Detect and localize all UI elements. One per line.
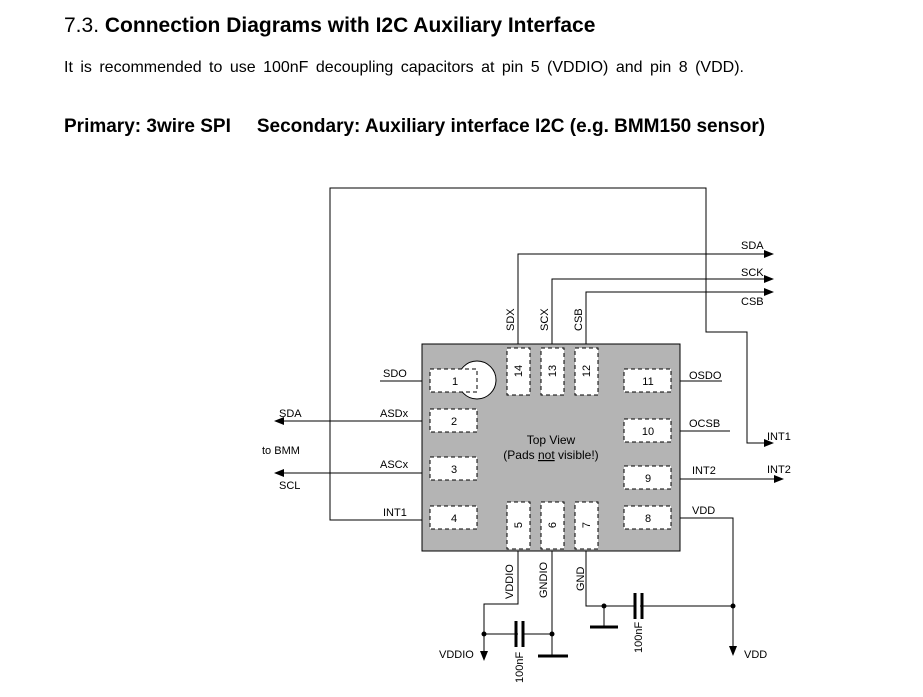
pad-12 <box>574 347 599 396</box>
junction-dot <box>601 603 607 609</box>
pad-9 <box>623 465 672 490</box>
pad-6 <box>540 501 565 550</box>
net-label-to-bmm: to BMM <box>262 445 300 457</box>
pad-number-7: 7 <box>581 522 593 528</box>
pin-label-ocsb: OCSB <box>689 418 720 430</box>
pad-number-3: 3 <box>451 464 457 476</box>
capacitor-vdd-label: 100nF <box>633 622 645 653</box>
csb-arrow <box>764 288 774 296</box>
pad-13 <box>540 347 565 396</box>
net-label-scl: SCL <box>279 480 300 492</box>
vddio-wire <box>483 550 519 655</box>
int1-loop-wire <box>329 187 770 521</box>
pin-label-vddio: VDDIO <box>504 564 516 599</box>
junction-dot <box>549 631 555 637</box>
pad-number-5: 5 <box>513 522 525 528</box>
net-label-int2: INT2 <box>767 464 791 476</box>
pad-number-12: 12 <box>581 365 593 377</box>
section-title: Connection Diagrams with I2C Auxiliary I… <box>104 14 596 37</box>
junction-dot <box>481 631 487 637</box>
int2-arrow <box>774 475 784 483</box>
pad-10 <box>623 418 672 443</box>
pin-label-sdx: SDX <box>505 308 517 331</box>
net-label-sda-left: SDA <box>279 408 302 420</box>
pin-label-sdo: SDO <box>383 368 407 380</box>
pads <box>429 347 672 550</box>
pin-label-scx: SCX <box>539 308 551 331</box>
net-label-int1: INT1 <box>767 431 791 443</box>
pin-label-ascx: ASCx <box>380 459 409 471</box>
sdx-wire <box>517 253 770 347</box>
primary-interface-label: Primary: 3wire SPI <box>64 116 231 137</box>
pad-8 <box>623 505 672 530</box>
capacitor-vdd <box>633 593 644 619</box>
scl-left-arrow <box>274 469 284 477</box>
pad-number-11: 11 <box>642 376 653 388</box>
junctions <box>481 603 736 637</box>
intro-paragraph: It is recommended to use 100nF decouplin… <box>64 59 744 76</box>
pad-3 <box>429 456 478 481</box>
section-number: 7.3. <box>64 14 100 37</box>
pin-label-int1: INT1 <box>383 507 407 519</box>
sck-arrow <box>764 275 774 283</box>
pad-number-2: 2 <box>451 416 457 428</box>
pad-5 <box>506 501 531 550</box>
pad-number-14: 14 <box>513 365 525 377</box>
pad-2 <box>429 408 478 433</box>
net-label-csb: CSB <box>741 296 764 308</box>
pad-4 <box>429 505 478 530</box>
wires <box>278 187 780 655</box>
sda-left-arrow <box>274 417 284 425</box>
pin-label-asdx: ASDx <box>380 408 409 420</box>
vddio-supply-arrow <box>480 651 488 661</box>
pin-label-gndio: GNDIO <box>538 562 550 599</box>
capacitor-vddio-label: 100nF <box>514 652 526 683</box>
pin-label-gnd: GND <box>575 567 587 592</box>
sda-arrow <box>764 250 774 258</box>
pad-number-9: 9 <box>645 473 651 485</box>
pad-number-10: 10 <box>642 426 654 438</box>
gnd-wire <box>585 550 636 607</box>
pad-14 <box>506 347 531 396</box>
scx-wire <box>551 278 770 347</box>
capacitor-labels: 100nF 100nF <box>514 622 645 683</box>
secondary-interface-label: Secondary: Auxiliary interface I2C (e.g.… <box>256 116 766 137</box>
junction-dot <box>730 603 736 609</box>
csb-wire <box>585 291 770 347</box>
top-view-label: Top View <box>527 433 576 447</box>
net-label-vdd-supply: VDD <box>744 649 767 661</box>
pin-label-osdo: OSDO <box>689 370 722 382</box>
arrows <box>274 250 784 661</box>
pad-number-1: 1 <box>452 376 458 388</box>
pads-not-visible-label: (Pads not visible!) <box>503 448 598 462</box>
pad-1 <box>429 368 478 393</box>
pad-numbers: 1 2 3 4 11 10 9 8 14 13 12 5 6 7 <box>451 365 654 528</box>
pad-7 <box>574 501 599 550</box>
pad-number-6: 6 <box>547 522 559 528</box>
net-labels: SDA SCK CSB INT1 INT2 SDA to BMM SCL VDD… <box>262 240 791 661</box>
capacitor-vddio <box>514 621 525 647</box>
section-heading: 7.3. Connection Diagrams with I2C Auxili… <box>64 14 595 38</box>
pin-labels: SDO ASDx ASCx INT1 OSDO OCSB INT2 VDD SD… <box>380 308 722 599</box>
pad-number-4: 4 <box>451 513 457 525</box>
pad-11 <box>623 368 672 393</box>
pad-number-8: 8 <box>645 513 651 525</box>
pad-number-13: 13 <box>547 365 559 377</box>
vdd-supply-arrow <box>729 646 737 656</box>
int1-arrow <box>764 439 774 447</box>
pin-label-vdd: VDD <box>692 505 715 517</box>
pin-label-csb: CSB <box>573 308 585 331</box>
net-label-vddio-supply: VDDIO <box>439 649 474 661</box>
pin-label-int2: INT2 <box>692 465 716 477</box>
net-label-sck: SCK <box>741 267 764 279</box>
vdd-wire <box>680 517 734 650</box>
net-label-sda: SDA <box>741 240 764 252</box>
chip-caption: Top View (Pads not visible!) <box>503 433 598 462</box>
diagram-subheading: Primary: 3wire SPI Secondary: Auxiliary i… <box>64 116 765 138</box>
